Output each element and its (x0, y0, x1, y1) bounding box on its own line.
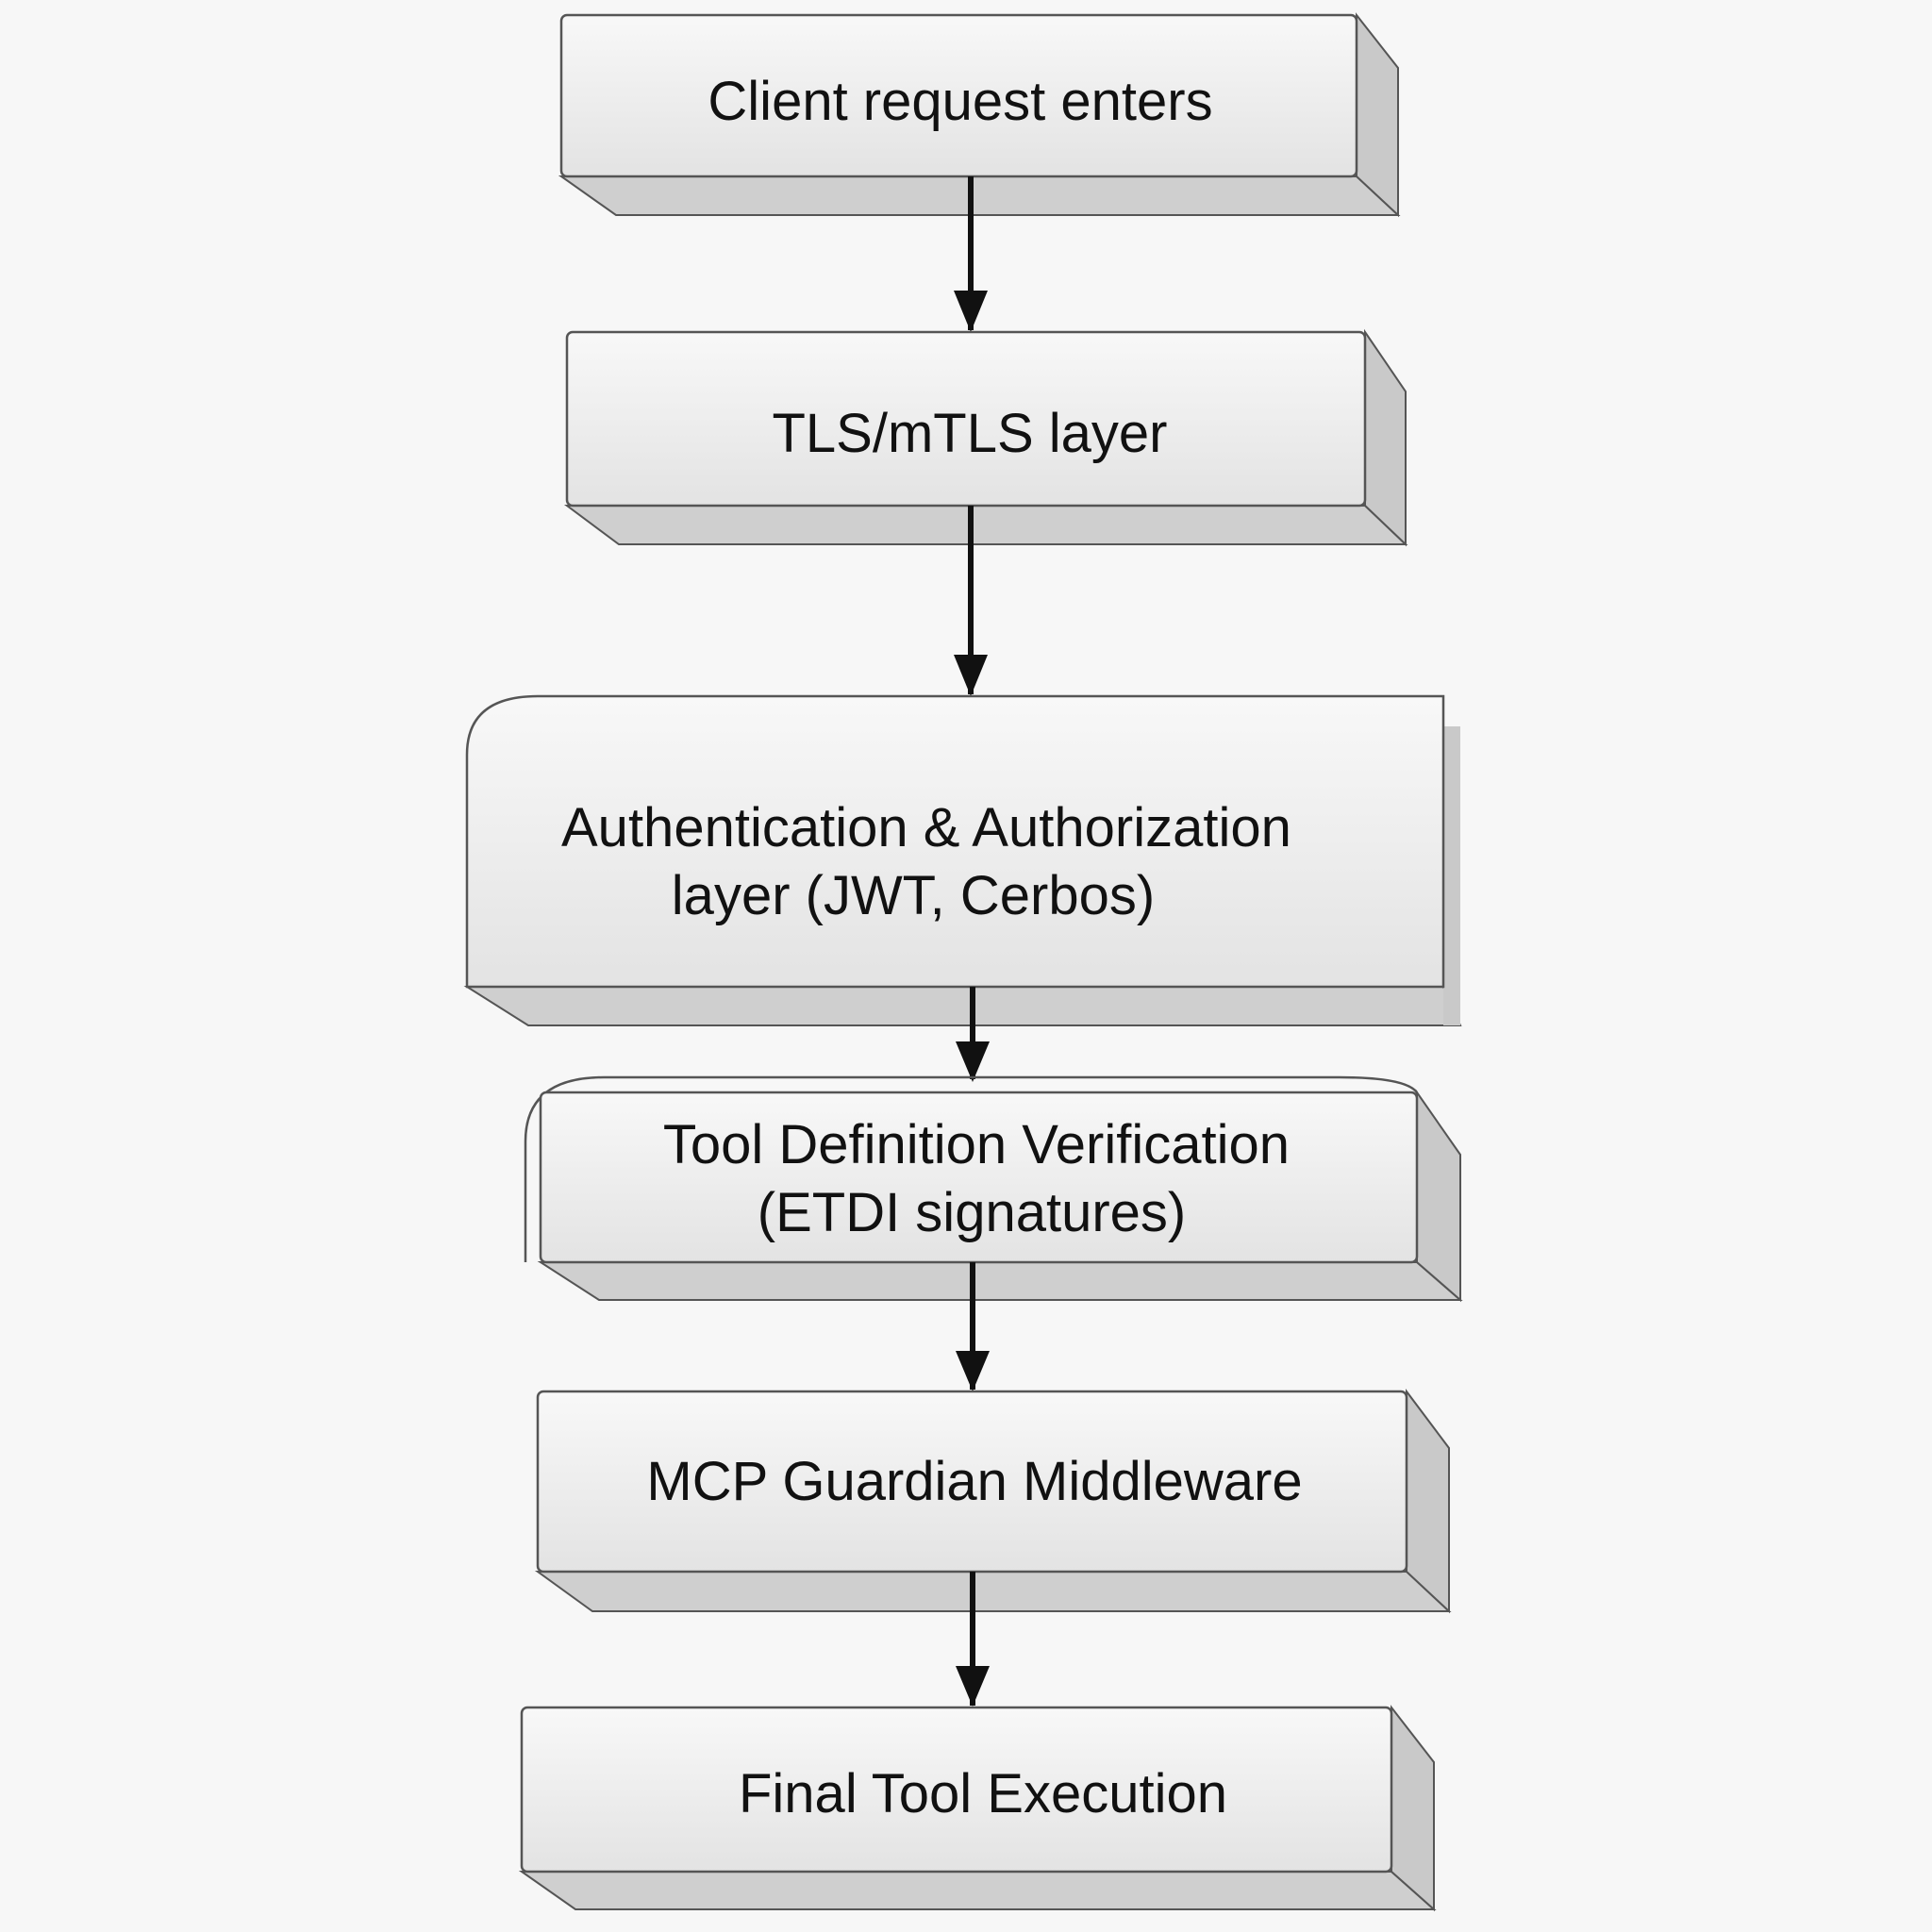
step-box-bottom (463, 986, 1462, 1026)
step-mcp-guardian: MCP Guardian Middleware (534, 1389, 1452, 1614)
step-label: Client request enters (708, 71, 1212, 132)
step-label-line: Final Tool Execution (739, 1763, 1227, 1824)
step-box-outline (524, 1075, 1418, 1262)
step-label-line: TLS/mTLS layer (773, 403, 1168, 464)
step-label-line: Tool Definition Verification (663, 1114, 1290, 1175)
step-box-bottom (563, 505, 1408, 545)
step-box-bottom (558, 175, 1401, 216)
step-final-execution: Final Tool Execution (518, 1705, 1437, 1912)
step-box-side (1416, 1089, 1461, 1303)
step-box-side (1443, 726, 1460, 1025)
step-label: Authentication & Authorization layer (JW… (561, 797, 1307, 926)
step-box-bottom (537, 1261, 1463, 1301)
step-box-bottom (518, 1871, 1437, 1910)
flow-arrow-head (956, 1041, 990, 1082)
step-box-face (539, 1091, 1419, 1264)
step-label: TLS/mTLS layer (773, 403, 1168, 464)
step-label-line: Client request enters (708, 71, 1212, 132)
step-box-face (559, 13, 1358, 178)
step-tls-layer: TLS/mTLS layer (563, 328, 1408, 547)
step-label: Final Tool Execution (739, 1763, 1227, 1824)
flow-arrow-head (954, 655, 988, 696)
step-tool-verification: Tool Definition Verification (ETDI signa… (524, 1075, 1463, 1303)
step-label: Tool Definition Verification (ETDI signa… (663, 1114, 1305, 1243)
step-label-line: (ETDI signatures) (758, 1182, 1186, 1243)
step-box-face (520, 1706, 1393, 1874)
step-label-line: layer (JWT, Cerbos) (672, 865, 1155, 926)
step-box-side (1364, 328, 1407, 547)
flow-arrow-head (954, 291, 988, 332)
step-box-face (565, 330, 1367, 508)
step-label-line: Authentication & Authorization (561, 797, 1291, 858)
step-box-face (465, 694, 1445, 989)
step-client-request: Client request enters (558, 12, 1401, 218)
step-label: MCP Guardian Middleware (646, 1451, 1302, 1512)
flow-arrow-head (956, 1351, 990, 1391)
step-box-side (1406, 1389, 1450, 1614)
flow-arrow-head (956, 1666, 990, 1707)
step-label-line: MCP Guardian Middleware (646, 1451, 1302, 1512)
step-auth-layer: Authentication & Authorization layer (JW… (463, 694, 1462, 1026)
step-box-bottom (534, 1571, 1452, 1612)
